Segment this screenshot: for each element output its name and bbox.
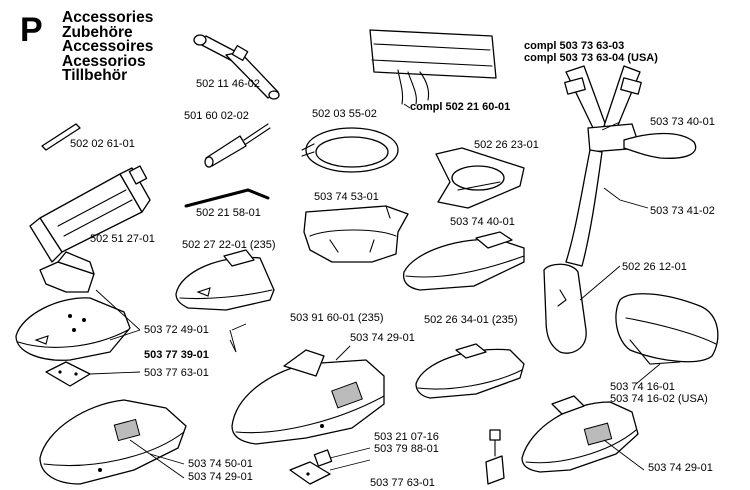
section-heading: Accessories Zubehöre Accessoires Acessor… [62, 9, 154, 84]
part-label-plate-bottom: 503 77 63-01 [370, 477, 435, 489]
heading-en: Accessories [62, 9, 154, 26]
part-label-bag: compl 502 21 60-01 [410, 101, 511, 113]
guard-bl-drawing [39, 399, 187, 485]
screw-clip-drawing [289, 429, 505, 485]
part-label-harness-strap: 503 73 40-01 [650, 116, 715, 128]
part-label-screw: 503 21 07-16 [374, 431, 439, 443]
plate-drawing [435, 147, 525, 209]
part-label-grease-tube: 502 51 27-01 [90, 233, 155, 245]
guard-small-drawing [175, 249, 275, 311]
heading-de: Zubehöre [62, 23, 133, 41]
heading-fr: Accessoires [62, 38, 154, 55]
part-label-harness-b: compl 503 73 63-04 (USA) [524, 52, 658, 64]
part-label-wrench: 502 11 46-02 [196, 78, 261, 90]
part-label-carry-bag-a: 503 74 16-01 [610, 381, 675, 393]
part-label-guard-3: 502 26 34-01 (235) [424, 314, 518, 326]
part-label-plate: 502 26 23-01 [474, 139, 539, 151]
part-label-allen-key: 502 21 58-01 [196, 207, 261, 219]
part-label-guard-large: 503 91 60-01 (235) [290, 312, 384, 324]
guard-3-drawing [415, 343, 525, 399]
bracket-drawing [39, 251, 95, 293]
bracket-plate-drawing [45, 361, 91, 387]
section-letter: P [20, 11, 43, 49]
part-label-guard-large-plate: 503 74 29-01 [350, 332, 415, 344]
part-label-guard-br-plate: 503 74 29-01 [648, 462, 713, 474]
allen-key-drawing [184, 188, 270, 208]
part-label-ring-clip: 502 03 55-02 [312, 108, 377, 120]
harness-drawing [543, 65, 697, 354]
part-label-guard-bl: 503 74 50-01 [188, 458, 253, 470]
part-label-carry-bag-b: 503 74 16-02 (USA) [610, 393, 708, 405]
part-label-support-cup: 503 74 53-01 [314, 191, 379, 203]
guard-2-drawing [402, 231, 525, 291]
guard-left-drawing [15, 297, 131, 361]
carry-bag-drawing [615, 293, 719, 365]
part-label-guard-2: 503 74 40-01 [450, 216, 515, 228]
rod-drawing [41, 123, 81, 151]
part-label-harness-hook: 503 73 41-02 [650, 205, 715, 217]
tool-bag-drawing [369, 29, 497, 109]
heading-pt: Acessorios [62, 52, 146, 70]
wrench-drawing [193, 34, 280, 100]
part-label-rod: 502 02 61-01 [70, 138, 135, 150]
part-label-bracket-plate: 503 77 63-01 [144, 367, 209, 379]
leader-lines [89, 121, 661, 479]
guard-large-drawing [231, 349, 385, 445]
part-label-bracket-a: 503 72 49-01 [144, 324, 209, 336]
grease-tube-drawing [29, 165, 151, 263]
part-label-screwdriver: 501 60 02-02 [184, 110, 249, 122]
part-label-guard-bl-plate: 503 74 29-01 [188, 471, 253, 483]
part-label-guard-small: 502 27 22-01 (235) [182, 239, 276, 251]
part-label-bracket-kit: 503 77 39-01 [144, 349, 209, 361]
part-label-harness-a: compl 503 73 63-03 [524, 40, 625, 52]
heading-sv: Tillbehör [62, 67, 128, 84]
ring-clip-drawing [301, 127, 399, 173]
guard-br-drawing [521, 395, 639, 473]
part-label-hip-pad: 502 26 12-01 [622, 261, 687, 273]
part-label-clip: 503 79 88-01 [374, 443, 439, 455]
support-cup-drawing [303, 205, 409, 263]
screwdriver-drawing [204, 123, 271, 168]
